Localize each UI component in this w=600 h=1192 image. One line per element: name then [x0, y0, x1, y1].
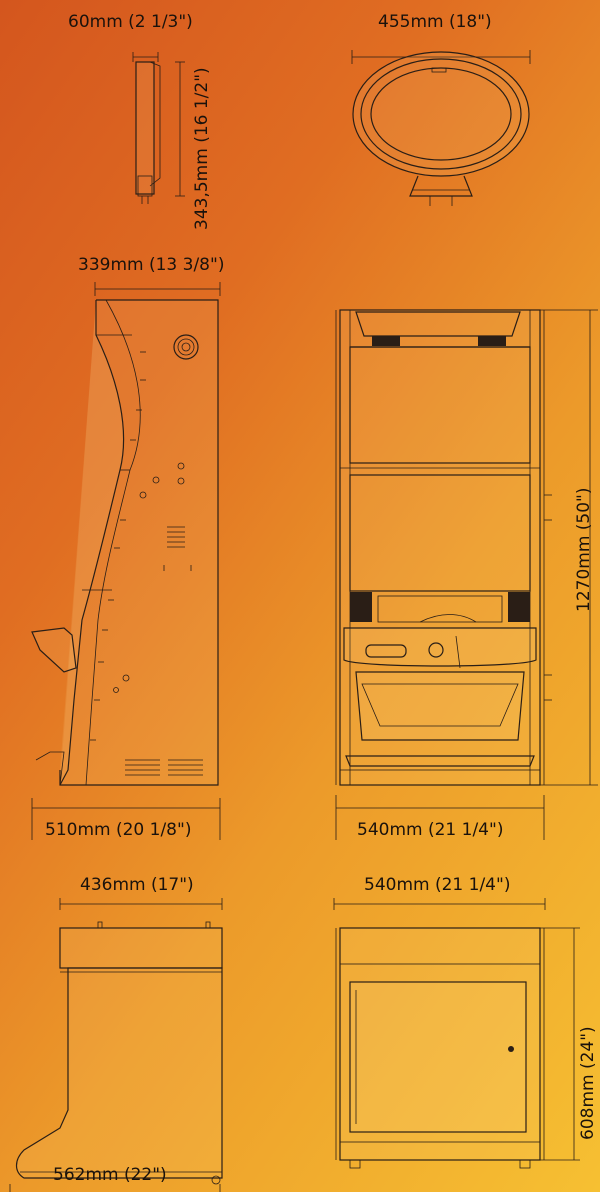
- topper-side-height-label: 343,5mm (16 1/2"): [192, 67, 212, 230]
- topper-front-view: [351, 50, 531, 206]
- cabinet-side-depth-label: 510mm (20 1/8"): [45, 820, 192, 840]
- topper-front-width-label: 455mm (18"): [378, 12, 492, 32]
- cabinet-height-label: 1270mm (50"): [574, 487, 594, 612]
- topper-side-depth-label: 60mm (2 1/3"): [68, 12, 193, 32]
- cabinet-front-width-label: 540mm (21 1/4"): [357, 820, 504, 840]
- base-side-view: [9, 898, 223, 1192]
- base-front-width-label: 540mm (21 1/4"): [364, 875, 511, 895]
- base-front-view: [333, 898, 580, 1169]
- cabinet-front-view: [335, 309, 598, 840]
- cabinet-top-depth-label: 339mm (13 3/8"): [78, 255, 225, 275]
- topper-side-view: [132, 52, 185, 204]
- base-height-label: 608mm (24"): [578, 1026, 598, 1140]
- base-top-depth-label: 436mm (17"): [80, 875, 194, 895]
- base-side-depth-label: 562mm (22"): [53, 1165, 167, 1185]
- cabinet-side-view: [31, 282, 221, 840]
